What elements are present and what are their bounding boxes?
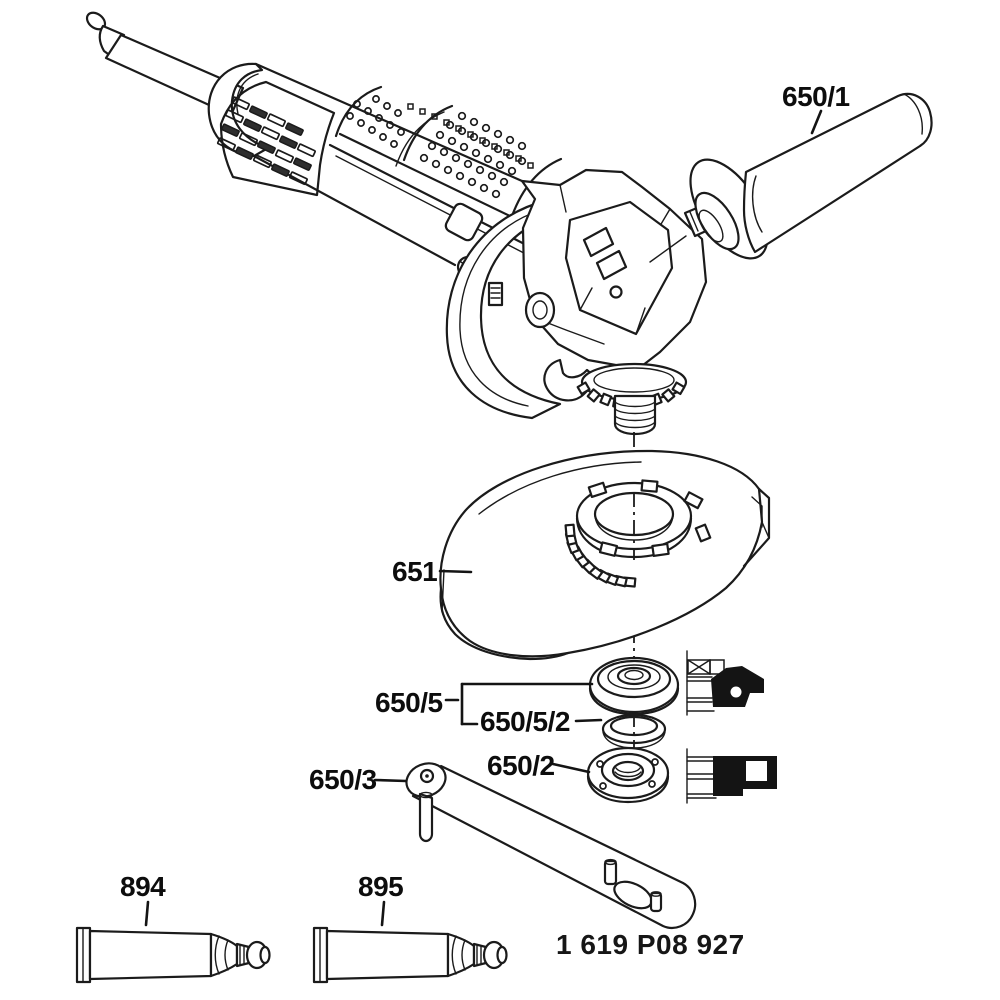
spanner-drawing — [405, 762, 697, 930]
angle-grinder-drawing — [85, 11, 708, 436]
guard-drawing — [439, 449, 771, 661]
part-label-894: 894 — [120, 871, 166, 902]
part-label-650-3: 650/3 — [309, 764, 377, 795]
part-label-650-2: 650/2 — [487, 750, 555, 781]
part-label-650-5-2: 650/5/2 — [480, 706, 570, 737]
part-label-650-1: 650/1 — [782, 81, 850, 112]
grease-tube-895-drawing — [312, 926, 508, 984]
part-label-650-5: 650/5 — [375, 687, 443, 718]
mounting-pictogram-top — [686, 650, 764, 716]
guard-serrations — [564, 523, 637, 588]
part-label-895: 895 — [358, 871, 404, 902]
backing-flange-drawing — [588, 656, 680, 716]
mounting-pictogram-bottom — [686, 748, 777, 804]
grip-square-texture — [407, 103, 534, 169]
grip-dots-a — [346, 95, 405, 148]
grease-tube-894-drawing — [75, 926, 271, 984]
diagram-part-number: 1 619 P08 927 — [556, 929, 745, 960]
o-ring-drawing — [601, 713, 667, 749]
aux-handle-drawing — [649, 92, 933, 263]
clamp-nut-drawing — [586, 746, 670, 804]
guard-tabs — [587, 479, 712, 558]
leader-lines — [144, 109, 823, 927]
part-label-651: 651 — [392, 556, 438, 587]
